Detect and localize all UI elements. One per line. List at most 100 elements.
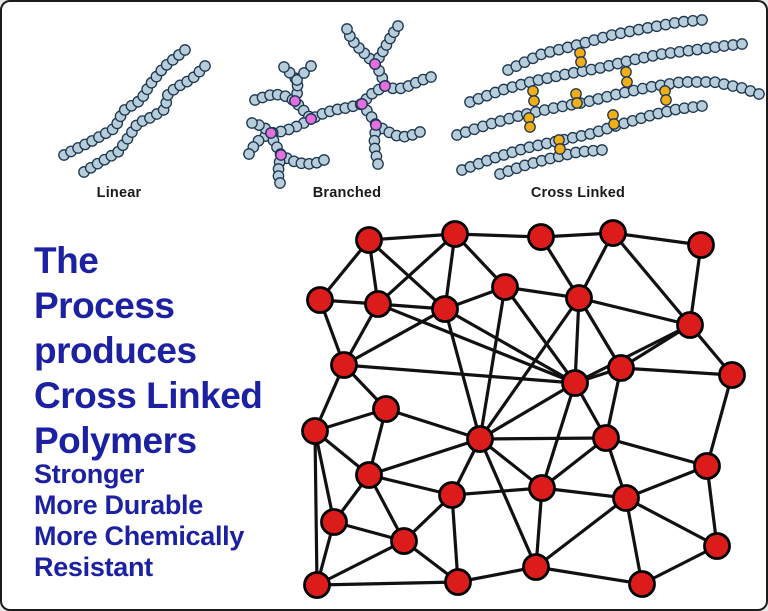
branch-junction-bead: [369, 58, 381, 70]
branch-junction-bead: [379, 80, 391, 92]
network-node: [561, 369, 589, 397]
network-edge: [343, 363, 576, 385]
branched-polymer-diagram: [243, 20, 437, 189]
benefit-line: More Chemically: [34, 521, 245, 551]
branch-junction-bead: [356, 98, 368, 110]
network-edge: [620, 366, 733, 377]
chain-bead: [278, 61, 290, 73]
chain-bead: [305, 60, 317, 72]
chain-bead: [291, 74, 303, 86]
network-edge: [368, 473, 453, 497]
headline-line: Process: [34, 285, 175, 326]
network-node: [676, 311, 704, 339]
network-edge: [641, 544, 718, 586]
network-edge: [625, 464, 708, 500]
network-node: [693, 452, 721, 480]
network-node: [628, 570, 656, 598]
network-edge: [624, 497, 644, 585]
headline-text: The Process produces Cross Linked Polyme…: [34, 238, 263, 463]
network-edge: [625, 496, 718, 548]
branch-junction-bead: [275, 149, 287, 161]
network-node: [599, 219, 627, 247]
benefit-line: Stronger: [34, 459, 145, 489]
network-edge: [611, 231, 692, 327]
chain-bead: [753, 88, 765, 100]
network-node: [718, 361, 746, 389]
branched-label: Branched: [312, 185, 382, 201]
chain-bead: [392, 20, 404, 32]
chain-bead: [736, 38, 748, 50]
network-edge: [478, 438, 538, 568]
network-node: [372, 395, 400, 423]
crosslink-bead: [527, 85, 539, 97]
network-edge: [705, 374, 734, 467]
chain-bead: [199, 60, 211, 72]
network-edge: [377, 302, 576, 385]
crosslink-bead: [524, 121, 536, 133]
branch-junction-bead: [289, 95, 301, 107]
network-node: [527, 223, 555, 251]
crosslink-bead: [571, 97, 583, 109]
chain-bead: [596, 144, 608, 156]
network-edge: [343, 307, 446, 367]
chain-bead: [341, 23, 353, 35]
network-edge: [479, 381, 576, 441]
network-edge: [573, 297, 581, 384]
network-edge: [503, 286, 577, 384]
network-node: [612, 484, 640, 512]
chain-bead: [696, 100, 708, 112]
chain-bead: [298, 67, 310, 79]
headline-line: Cross Linked: [34, 375, 263, 416]
network-node: [687, 231, 715, 259]
headline-line: The: [34, 240, 99, 281]
crosslink-bead: [554, 143, 566, 155]
network-node: [565, 284, 593, 312]
chain-bead: [318, 154, 330, 166]
network-node: [330, 351, 358, 379]
network-edge: [454, 232, 542, 239]
network-edge: [316, 539, 405, 587]
network-edge: [540, 382, 577, 489]
network-edge: [535, 565, 643, 586]
network-node: [303, 571, 331, 599]
crosslink-bead: [621, 76, 633, 88]
linear-polymer-diagram: [58, 44, 211, 178]
benefits-text: Stronger More Durable More Chemically Re…: [34, 459, 244, 583]
network-node: [355, 226, 383, 254]
network-node: [522, 553, 550, 581]
network-node: [320, 508, 348, 536]
network-node: [592, 424, 620, 452]
crosslink-bead: [575, 56, 587, 68]
network-edge: [612, 231, 702, 247]
benefit-line: More Durable: [34, 490, 203, 520]
crosslink-bead: [528, 95, 540, 107]
network-edge: [313, 430, 336, 523]
headline-line: Polymers: [34, 420, 197, 461]
crosslinked-polymer-diagram: [451, 14, 765, 180]
network-node: [355, 461, 383, 489]
network-node: [491, 273, 519, 301]
chain-bead: [696, 14, 708, 26]
crosslink-bead: [608, 118, 620, 130]
crosslink-bead: [660, 94, 672, 106]
network-edge: [535, 496, 627, 569]
network-edge: [313, 430, 319, 586]
chain-bead: [246, 117, 258, 129]
network-edge: [478, 297, 581, 440]
chain-bead: [372, 158, 384, 170]
benefit-line: Resistant: [34, 552, 153, 582]
network-node: [607, 354, 635, 382]
network-edge: [578, 296, 691, 327]
network-edge: [451, 486, 543, 497]
network-node: [364, 290, 392, 318]
crosslink-bead: [620, 66, 632, 78]
linear-label: Linear: [96, 185, 142, 201]
network-node: [703, 532, 731, 560]
network-edge: [367, 238, 447, 311]
chain-bead: [243, 148, 255, 160]
network-node: [431, 295, 459, 323]
network-edge: [316, 580, 459, 587]
network-node: [438, 481, 466, 509]
branch-junction-bead: [305, 113, 317, 125]
